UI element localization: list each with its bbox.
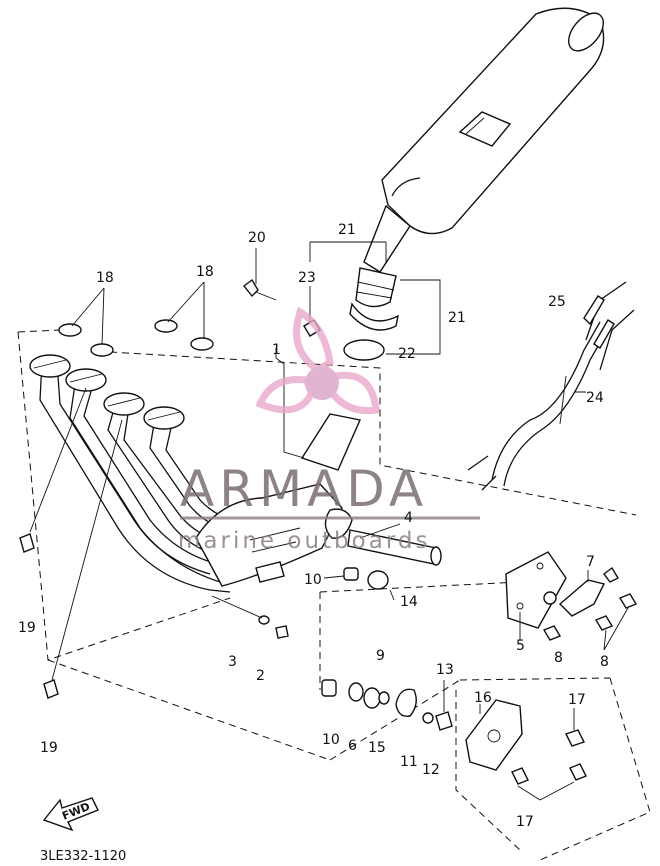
lower-hardware <box>321 679 453 731</box>
watermark-brand: ARMADA <box>180 460 428 518</box>
callout-11: 11 <box>400 754 418 770</box>
callout-17b: 17 <box>516 814 534 830</box>
fasteners-left <box>19 387 289 699</box>
callout-7: 7 <box>586 554 595 570</box>
exhaust-gaskets <box>58 319 214 357</box>
propeller-blade-2 <box>326 371 380 415</box>
callout-18b: 18 <box>196 264 214 280</box>
callout-numbers: 1 2 3 4 5 6 7 8 8 9 10 10 11 12 13 14 15… <box>18 222 609 830</box>
callout-8a: 8 <box>554 650 563 666</box>
callout-8b: 8 <box>600 654 609 670</box>
callout-3: 3 <box>228 654 237 670</box>
callout-9: 9 <box>376 648 385 664</box>
pivot-shaft <box>343 529 442 590</box>
callout-10b: 10 <box>322 732 340 748</box>
forward-arrow-icon: FWD <box>42 797 99 832</box>
callout-21b: 21 <box>448 310 466 326</box>
leader-lines <box>71 241 629 801</box>
callout-21a: 21 <box>338 222 356 238</box>
callout-25: 25 <box>548 294 566 310</box>
drawing-code: 3LE332-1120 <box>40 849 126 864</box>
callout-13: 13 <box>436 662 454 678</box>
control-cables <box>467 281 635 491</box>
callout-15: 15 <box>368 740 386 756</box>
callout-23: 23 <box>298 270 316 286</box>
callout-14: 14 <box>400 594 418 610</box>
assembly-boundary <box>17 329 651 861</box>
propeller-blade-3 <box>255 376 316 414</box>
callout-16: 16 <box>474 690 492 706</box>
callout-1: 1 <box>272 342 281 358</box>
propeller-blade-1 <box>293 306 334 375</box>
callout-2: 2 <box>256 668 265 684</box>
mounting-bracket <box>505 551 638 641</box>
callout-19b: 19 <box>40 740 58 756</box>
callout-6: 6 <box>348 738 357 754</box>
callout-10a: 10 <box>304 572 322 588</box>
callout-12: 12 <box>422 762 440 778</box>
watermark-logo <box>255 306 380 415</box>
callout-4: 4 <box>404 510 413 526</box>
cover-plate <box>465 699 587 785</box>
callout-19a: 19 <box>18 620 36 636</box>
callout-17a: 17 <box>568 692 586 708</box>
callout-18a: 18 <box>96 270 114 286</box>
callout-24: 24 <box>586 390 604 406</box>
callout-5: 5 <box>516 638 525 654</box>
muffler <box>243 7 605 361</box>
propeller-hub <box>305 366 339 400</box>
callout-22: 22 <box>398 346 416 362</box>
exhaust-header-pipes <box>29 354 361 593</box>
watermark-tagline: marine outboards <box>178 528 430 554</box>
callout-20: 20 <box>248 230 266 246</box>
